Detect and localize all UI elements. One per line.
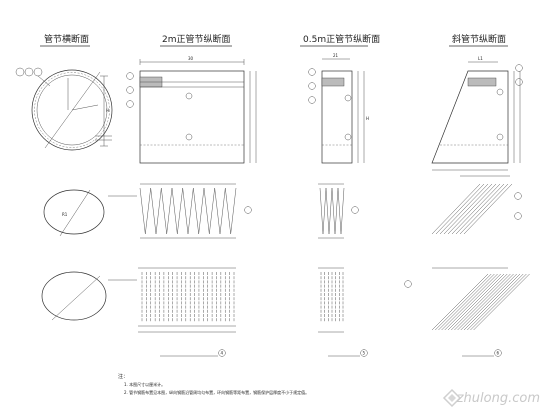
ref-6: 6: [497, 351, 500, 356]
bottom-annotations: 4 5 6 注： 1. 本图尺寸以厘米计。 2. 管节钢筋布置见本图，纵向钢筋沿…: [118, 349, 502, 395]
skew-rebar-line: [457, 273, 514, 331]
title-05m-pipe: 0.5m正管节纵断面: [303, 33, 380, 45]
skew-rebar-line: [473, 273, 530, 331]
skew-rebar-line: [431, 273, 489, 331]
dim-top-2m: 30: [188, 56, 194, 61]
skew-rebar-line: [443, 183, 493, 235]
skew-rebar-line: [454, 273, 511, 331]
dim-skew: L1: [478, 56, 483, 61]
skew-rebar-line: [431, 183, 481, 235]
watermark-text: zhulong.com: [456, 391, 540, 406]
notes-heading: 注：: [118, 373, 128, 380]
watermark-logo-icon: [442, 388, 462, 408]
skew-rebar-line: [463, 273, 521, 331]
skew-rebar-line: [441, 273, 498, 331]
pipe-05m-elevation: 21 H: [308, 53, 369, 164]
skew-rebar-line: [451, 183, 501, 235]
skew-rebar-line: [470, 273, 527, 331]
note-1: 1. 本图尺寸以厘米计。: [124, 381, 165, 387]
dim-right-05: H: [366, 116, 369, 121]
ref-5: 5: [363, 351, 366, 356]
skew-rebar-line: [447, 273, 505, 331]
skew-rebar-line: [435, 273, 492, 331]
dim-top-05: 21: [333, 53, 339, 58]
skew-rebar-line: [438, 273, 495, 331]
title-pipe-cross-section: 管节横断面: [44, 33, 89, 45]
ref-4: 4: [221, 351, 224, 356]
skew-rebar-line: [455, 183, 505, 235]
skew-rebar-line: [435, 183, 485, 235]
pipe-2m-elevation: 30: [126, 56, 257, 164]
skew-rebar-line: [467, 273, 524, 331]
skew-rebar-line: [463, 183, 513, 235]
skew-rebar-line: [447, 183, 497, 235]
skew-rebar-line: [460, 273, 517, 331]
title-2m-pipe: 2m正管节纵断面: [162, 33, 231, 45]
skew-pipe-elevation: L1: [431, 56, 523, 171]
spiral-rebar-row: R1: [43, 175, 522, 239]
skew-rebar-line: [451, 273, 508, 331]
title-skew-pipe: 斜管节纵断面: [452, 33, 506, 45]
skew-rebar-line: [459, 183, 509, 235]
dim-h-cross: H: [106, 108, 109, 113]
radius-label: R1: [62, 212, 68, 217]
note-2: 2. 管节钢筋布置见本图，纵向钢筋沿管周均匀布置，环向钢筋等距布置，钢筋保护层厚…: [124, 389, 309, 395]
longitudinal-rebar-row: [41, 267, 530, 333]
skew-rebar-line: [439, 183, 489, 235]
skew-rebar-line: [444, 273, 501, 331]
pipe-cross-section: H: [15, 67, 113, 151]
